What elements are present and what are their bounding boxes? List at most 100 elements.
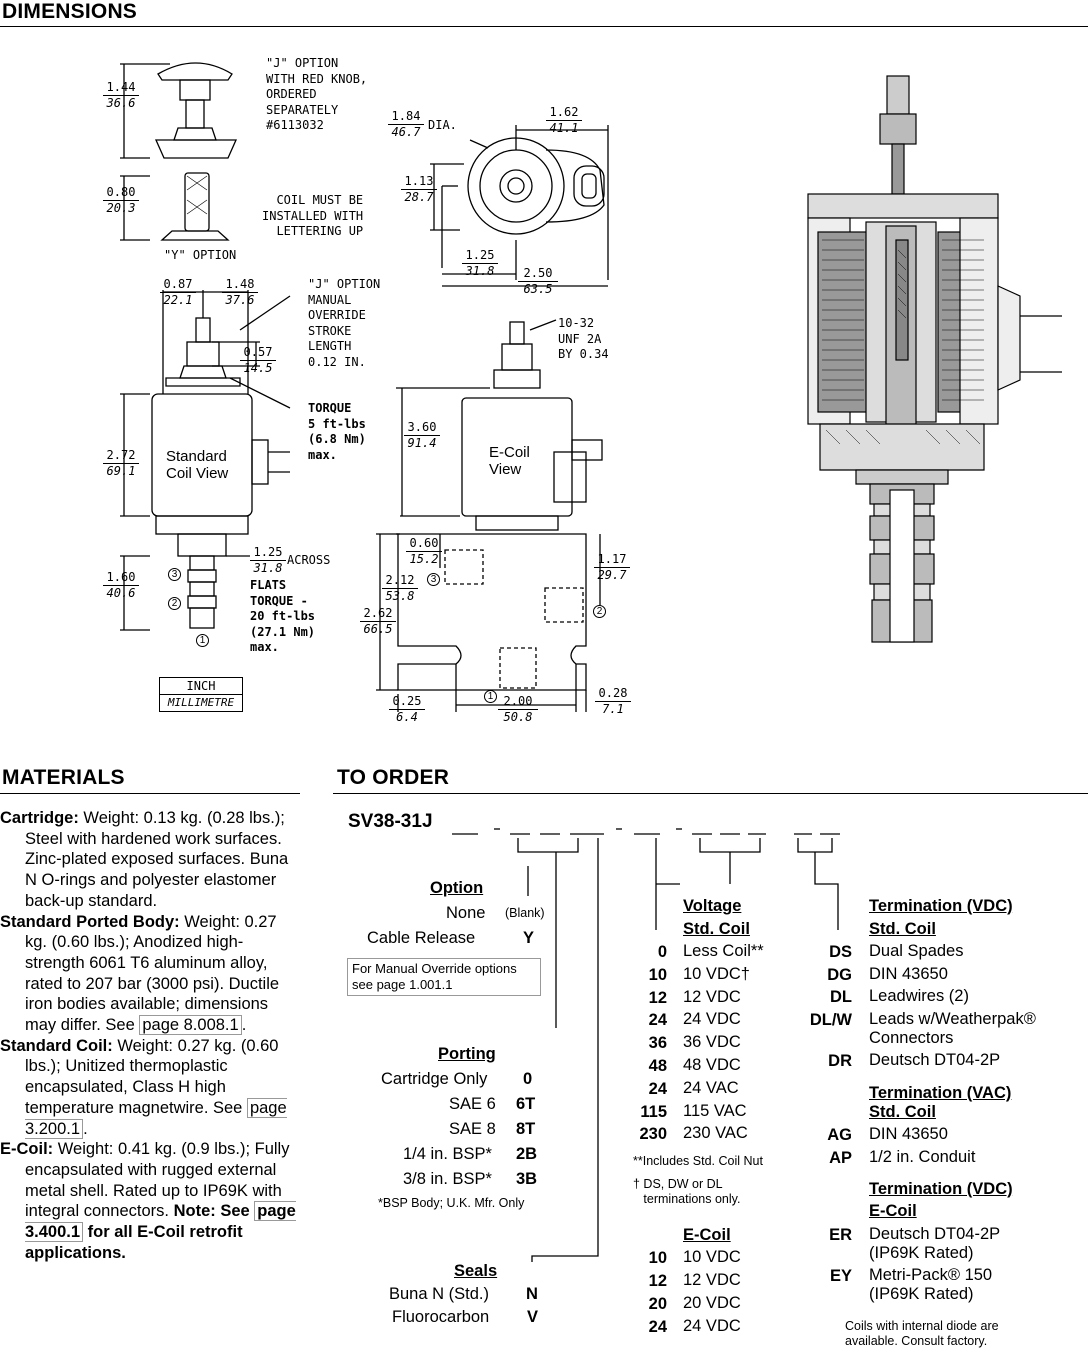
note-thread: 10-32 UNF 2A BY 0.34 — [558, 316, 609, 361]
term-vdc-row-code: DR — [828, 1052, 852, 1070]
note-across: ACROSS — [287, 553, 331, 567]
term-ecoil-row-code: EY — [829, 1267, 852, 1285]
seals-row-code: N — [526, 1285, 538, 1303]
porting-note: *BSP Body; U.K. Mfr. Only — [378, 1196, 525, 1210]
option-note-box: For Manual Override options see page 1.0… — [347, 958, 541, 996]
voltage-row-label: 36 VDC — [683, 1033, 741, 1052]
voltage-row-code: 24 — [648, 1079, 667, 1098]
term-ecoil-subheading: E-Coil — [869, 1202, 917, 1220]
term-ecoil-heading: Termination (VDC) — [869, 1180, 1013, 1198]
term-ecoil-row-label: Metri-Pack® 150 (IP69K Rated) — [869, 1266, 993, 1303]
material-body: Standard Ported Body: Weight: 0.27 kg. (… — [0, 912, 280, 1036]
port-1-ecoil: 1 — [484, 690, 497, 703]
voltage-subheading: Std. Coil — [683, 920, 750, 938]
note-flats-torque: FLATS TORQUE - 20 ft-lbs (27.1 Nm) max. — [250, 578, 316, 654]
term-vdc-row-label: Deutsch DT04-2P — [869, 1051, 1001, 1069]
page-ref-link[interactable]: page 8.008.1 — [139, 1015, 242, 1036]
order-rule — [333, 793, 1088, 794]
seals-row-code: V — [527, 1308, 539, 1326]
materials-title: MATERIALS — [2, 766, 125, 789]
term-vac-row-code: AP — [829, 1149, 852, 1167]
term-vdc-row-label: Leads w/Weatherpak® Connectors — [869, 1009, 1036, 1047]
page-ref-link[interactable]: page 3.200.1 — [25, 1097, 287, 1139]
materials-list: Cartridge: Weight: 0.13 kg. (0.28 lbs.);… — [0, 808, 300, 1263]
voltage-note-1: **Includes Std. Coil Nut — [633, 1154, 763, 1168]
ecoil-heading: E-Coil — [683, 1226, 731, 1244]
voltage-row-code: 48 — [648, 1057, 667, 1075]
porting-row-code: 8T — [516, 1120, 536, 1138]
term-vdc-row-code: DS — [829, 943, 852, 961]
dimension-drawings — [120, 62, 1062, 712]
model-number: SV38-31J — [348, 811, 433, 832]
note-j-manual: "J" OPTION MANUAL OVERRIDE STROKE LENGTH… — [308, 277, 381, 369]
ecoil-row-label: 24 VDC — [683, 1317, 741, 1335]
term-vac-heading: Termination (VAC) — [869, 1084, 1012, 1102]
term-vac-row-label: 1/2 in. Conduit — [869, 1148, 976, 1166]
voltage-row-label: 115 VAC — [683, 1101, 747, 1120]
voltage-row-code: 36 — [648, 1034, 667, 1053]
voltage-row-label: 24 VAC — [683, 1078, 739, 1097]
ecoil-row-label: 10 VDC — [683, 1248, 741, 1266]
term-ecoil-note: Coils with internal diode are available.… — [845, 1319, 999, 1348]
term-vac-subheading: Std. Coil — [869, 1103, 936, 1121]
page-ref-link[interactable]: page 3.400.1 — [25, 1201, 296, 1243]
term-ecoil-row-label: Deutsch DT04-2P (IP69K Rated) — [869, 1225, 1001, 1262]
voltage-heading: Voltage — [683, 897, 742, 915]
voltage-row-code: 230 — [639, 1125, 667, 1144]
voltage-row-code: 12 — [648, 988, 667, 1007]
porting-row-label: SAE 6 — [449, 1095, 496, 1113]
note-dia: DIA. — [428, 118, 457, 132]
term-vdc-row-code: DL/W — [809, 1010, 852, 1029]
term-vdc-heading: Termination (VDC) — [869, 897, 1013, 915]
term-vdc-row-label: DIN 43650 — [869, 964, 948, 983]
note-j-option-knob: "J" OPTION WITH RED KNOB, ORDERED SEPARA… — [266, 56, 368, 132]
voltage-row-code: 0 — [657, 943, 667, 961]
ecoil-view-label: E-Coil View — [489, 444, 530, 478]
voltage-row-label: Less Coil** — [683, 942, 764, 960]
ecoil-row-code: 10 — [648, 1249, 667, 1267]
option-cable-label: Cable Release — [367, 929, 476, 947]
term-vac-row-label: DIN 43650 — [869, 1125, 948, 1143]
term-vdc-row-code: DG — [827, 965, 852, 984]
voltage-row-label: 230 VAC — [683, 1124, 748, 1143]
material-std-coil: Standard Coil: Weight: 0.27 kg. (0.60 lb… — [0, 1036, 287, 1139]
term-vdc-row-code: DL — [830, 988, 852, 1006]
option-cable-code: Y — [523, 929, 535, 947]
materials-rule — [0, 793, 300, 794]
ecoil-row-label: 12 VDC — [683, 1271, 741, 1289]
note-torque-5: TORQUE 5 ft-lbs (6.8 Nm) max. — [308, 401, 366, 462]
material-ecoil: E-Coil: Weight: 0.41 kg. (0.9 lbs.); Ful… — [0, 1140, 296, 1262]
option-none-code: (Blank) — [505, 906, 545, 920]
seals-row-label: Buna N (Std.) — [389, 1285, 489, 1303]
dimensions-title: DIMENSIONS — [2, 0, 138, 23]
voltage-note-2: † DS, DW or DL terminations only. — [633, 1177, 741, 1206]
term-vdc-row-label: Leadwires (2) — [869, 987, 969, 1005]
voltage-row-label: 10 VDC† — [683, 964, 750, 983]
ecoil-row-code: 24 — [648, 1318, 667, 1336]
material-cartridge: Cartridge: Weight: 0.13 kg. (0.28 lbs.);… — [0, 809, 289, 910]
porting-row-label: 1/4 in. BSP* — [403, 1145, 492, 1163]
note-y-option: "Y" OPTION — [164, 248, 237, 262]
port-3-std: 3 — [168, 568, 181, 581]
porting-row-code: 6T — [516, 1095, 536, 1113]
ecoil-row-code: 20 — [648, 1295, 667, 1313]
porting-row-code: 0 — [523, 1070, 533, 1088]
seals-row-label: Fluorocarbon — [392, 1308, 490, 1326]
